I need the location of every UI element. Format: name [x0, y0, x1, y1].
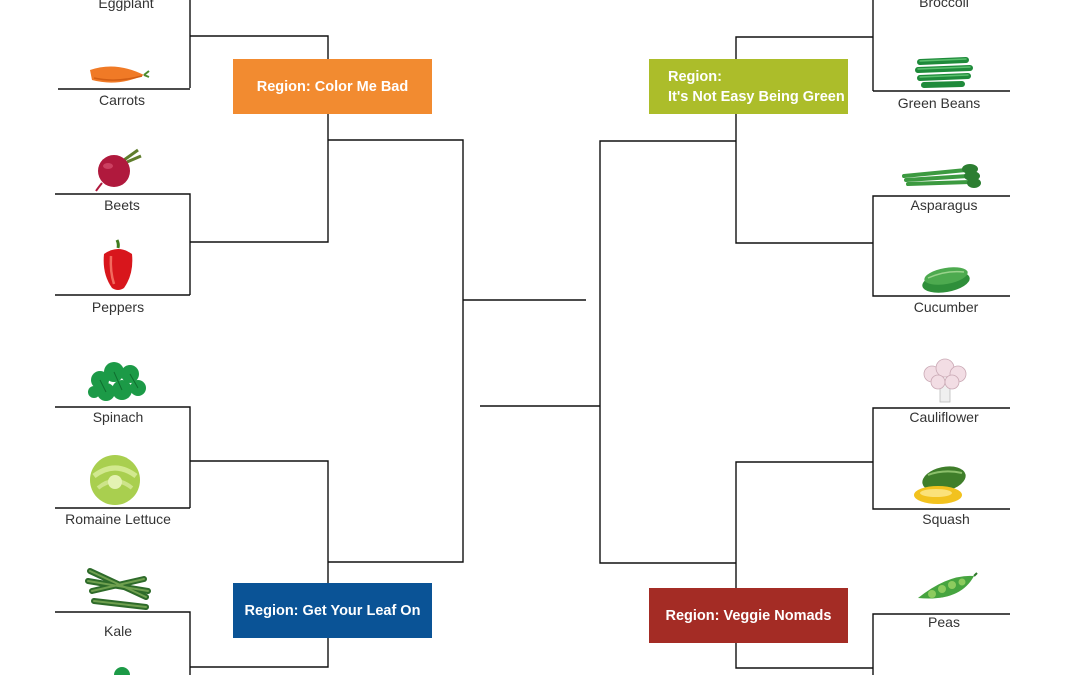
veg-label-carrots: Carrots	[99, 92, 145, 108]
bracket-line-beets	[55, 193, 191, 295]
bracket-line-right-semi	[599, 140, 736, 564]
kale-icon-partial	[114, 667, 130, 675]
spinach-icon	[88, 362, 146, 401]
cucumber-icon	[922, 267, 970, 293]
bracket-line-color-winner	[190, 35, 329, 243]
bracket-line-left-semi	[328, 139, 464, 563]
peas-icon	[918, 572, 978, 599]
carrot-icon	[90, 66, 150, 83]
region-veggie-nomads: Region: Veggie Nomads	[649, 588, 848, 643]
beet-icon	[95, 148, 142, 192]
pepper-icon	[103, 239, 133, 290]
veg-label-cauliflower: Cauliflower	[909, 409, 979, 425]
region-green-label-line2: It's Not Easy Being Green	[668, 88, 845, 105]
squash-icon	[914, 466, 966, 504]
bracket-line-kale	[55, 611, 191, 675]
region-its-not-easy-being-green: Region: It's Not Easy Being Green	[649, 59, 848, 114]
bracket-line-green-winner	[735, 36, 873, 244]
bracket-line-spinach	[55, 406, 191, 508]
bracket-line-leaf-winner	[190, 460, 329, 668]
region-color-me-bad: Region: Color Me Bad	[233, 59, 432, 114]
veg-label-romaine-lettuce: Romaine Lettuce	[65, 511, 171, 527]
veg-label-eggplant: Eggplant	[98, 0, 154, 11]
region-green-label-line1: Region:	[668, 68, 722, 85]
bracket-line-cauliflower	[872, 407, 1010, 510]
cauliflower-icon	[923, 358, 967, 403]
bracket-line-eggplant	[189, 0, 191, 88]
veg-label-beets: Beets	[104, 197, 140, 213]
bracket-line-broccoli	[872, 0, 874, 91]
romaine-lettuce-icon	[90, 455, 140, 505]
green-beans-icon	[915, 57, 973, 88]
bracket-line-peas	[872, 613, 1010, 675]
region-color-me-bad-label: Region: Color Me Bad	[256, 78, 409, 95]
region-leaf-label: Region: Get Your Leaf On	[244, 602, 421, 619]
veg-label-peppers: Peppers	[91, 299, 145, 315]
veg-label-asparagus: Asparagus	[910, 197, 978, 213]
veg-label-green-beans: Green Beans	[897, 95, 981, 111]
region-nomads-label: Region: Veggie Nomads	[665, 607, 832, 624]
veg-label-kale: Kale	[103, 623, 133, 639]
bracket-line-nomads-winner	[735, 461, 873, 669]
veg-label-peas: Peas	[928, 614, 960, 630]
veg-label-spinach: Spinach	[92, 409, 144, 425]
veg-label-squash: Squash	[922, 511, 970, 527]
veg-label-cucumber: Cucumber	[913, 299, 979, 315]
kale-icon	[85, 568, 151, 610]
region-get-your-leaf-on: Region: Get Your Leaf On	[233, 583, 432, 638]
veg-label-broccoli: Broccoli	[919, 0, 969, 10]
asparagus-icon	[902, 164, 981, 188]
bracket-line-asparagus	[872, 195, 1010, 297]
